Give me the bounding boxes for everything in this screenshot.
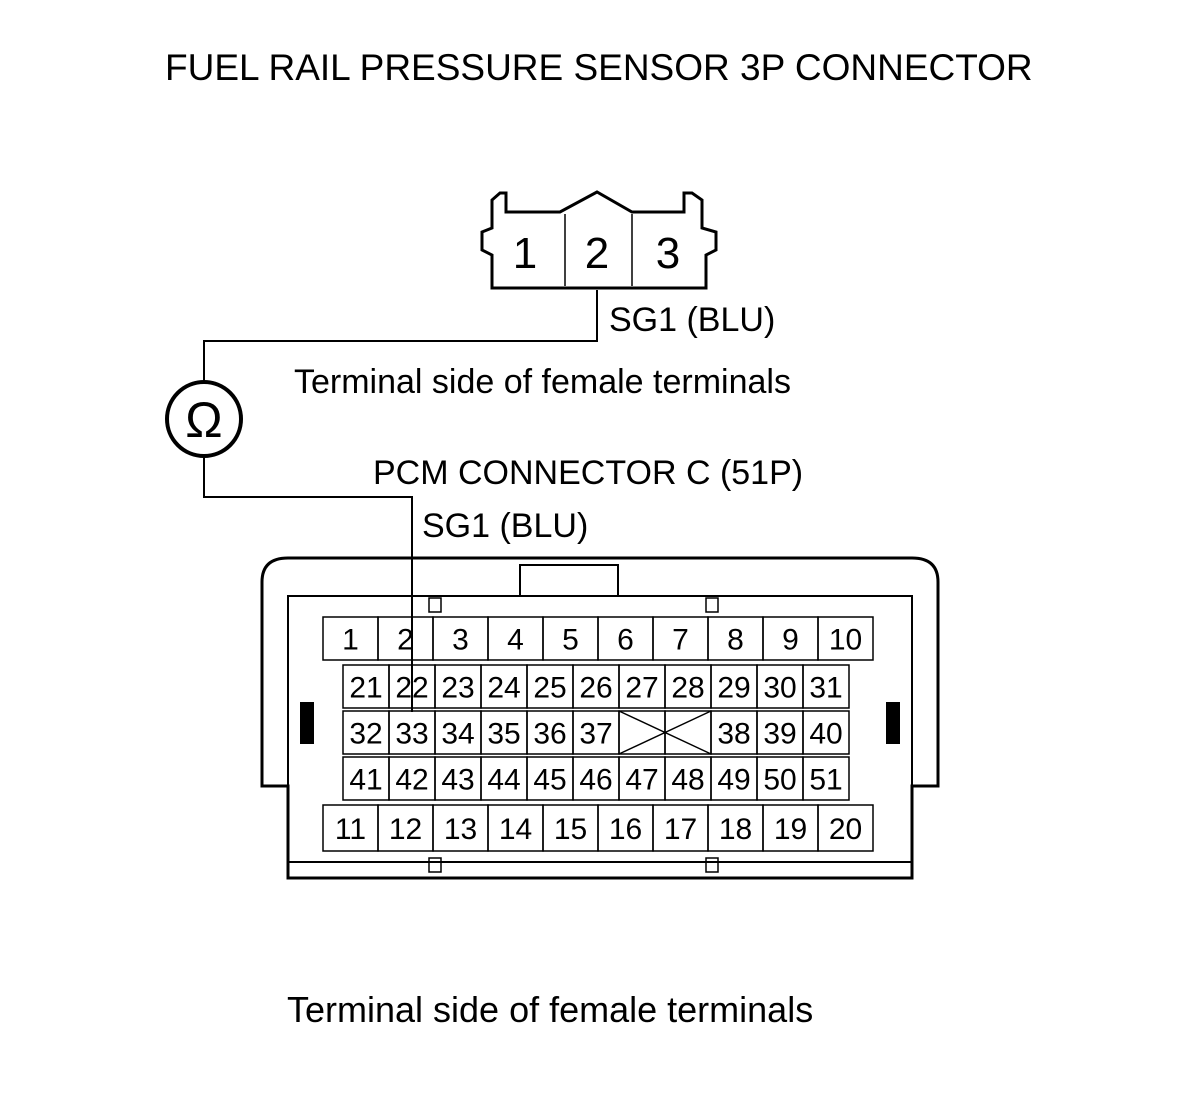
- pcm-terminal-34: 34: [441, 717, 474, 750]
- pcm-terminal-cell: [817, 616, 874, 661]
- pcm-terminal-caption: Terminal side of female terminals: [287, 989, 814, 1030]
- pcm-terminal-20: 20: [829, 813, 862, 846]
- pcm-side-latch-left: [300, 702, 314, 744]
- pcm-lock-tab: [519, 564, 619, 597]
- pcm-unused-cell: [618, 710, 666, 755]
- unused-cavity-cross: [618, 710, 712, 755]
- pcm-terminal-12: 12: [389, 813, 422, 846]
- pcm-terminal-19: 19: [774, 813, 807, 846]
- pcm-terminal-39: 39: [763, 717, 796, 750]
- sensor-wire-label: SG1 (BLU): [609, 301, 776, 339]
- diagram-title: FUEL RAIL PRESSURE SENSOR 3P CONNECTOR: [165, 47, 1033, 88]
- pcm-terminal-5: 5: [562, 623, 579, 656]
- pcm-key-marker: [705, 597, 719, 613]
- sensor-connector-housing: [480, 190, 718, 290]
- sensor-terminal-2: 2: [585, 229, 609, 278]
- pcm-unused-cell: [664, 710, 712, 755]
- pcm-terminal-35: 35: [487, 717, 520, 750]
- sensor-terminal-3: 3: [656, 229, 680, 278]
- pcm-terminal-7: 7: [672, 623, 689, 656]
- pcm-terminal-17: 17: [664, 813, 697, 846]
- pcm-terminal-27: 27: [625, 671, 658, 704]
- pcm-terminal-29: 29: [717, 671, 750, 704]
- pcm-terminal-24: 24: [487, 671, 520, 704]
- pcm-terminal-32: 32: [349, 717, 382, 750]
- sensor-terminal-caption: Terminal side of female terminals: [294, 363, 791, 401]
- pcm-terminal-14: 14: [499, 813, 532, 846]
- pcm-terminal-23: 23: [441, 671, 474, 704]
- pcm-terminal-28: 28: [671, 671, 704, 704]
- pcm-terminal-3: 3: [452, 623, 469, 656]
- pcm-terminal-51: 51: [809, 763, 842, 796]
- pcm-terminal-37: 37: [579, 717, 612, 750]
- pcm-connector-housing: [260, 556, 940, 880]
- pcm-terminal-31: 31: [809, 671, 842, 704]
- pcm-terminal-2: 2: [397, 623, 414, 656]
- pcm-terminal-10: 10: [829, 623, 862, 656]
- pcm-terminal-8: 8: [727, 623, 744, 656]
- pcm-terminal-41: 41: [349, 763, 382, 796]
- pcm-terminal-40: 40: [809, 717, 842, 750]
- pcm-terminal-43: 43: [441, 763, 474, 796]
- pcm-terminal-45: 45: [533, 763, 566, 796]
- pcm-terminal-21: 21: [349, 671, 382, 704]
- probe-wire-pcm: [203, 455, 413, 712]
- pcm-terminal-33: 33: [395, 717, 428, 750]
- pcm-side-latch-right: [886, 702, 900, 744]
- pcm-terminal-47: 47: [625, 763, 658, 796]
- pcm-terminal-13: 13: [444, 813, 477, 846]
- sensor-terminal-1: 1: [513, 229, 537, 278]
- pcm-terminal-cell: [817, 804, 874, 852]
- pcm-terminal-44: 44: [487, 763, 520, 796]
- pcm-terminal-cell: [802, 756, 850, 801]
- pcm-key-marker: [705, 857, 719, 873]
- pcm-terminal-cell: [802, 710, 850, 755]
- pcm-terminal-1: 1: [342, 623, 359, 656]
- pcm-terminal-38: 38: [717, 717, 750, 750]
- pcm-key-marker: [428, 597, 442, 613]
- pcm-terminal-36: 36: [533, 717, 566, 750]
- pcm-terminal-25: 25: [533, 671, 566, 704]
- pcm-terminal-16: 16: [609, 813, 642, 846]
- pcm-terminal-4: 4: [507, 623, 524, 656]
- pcm-terminal-46: 46: [579, 763, 612, 796]
- ohm-symbol: Ω: [185, 392, 222, 448]
- pcm-terminal-42: 42: [395, 763, 428, 796]
- pcm-terminal-22: 22: [395, 671, 428, 704]
- pcm-key-marker: [428, 857, 442, 873]
- ohmmeter-icon: [165, 380, 243, 458]
- pcm-wire-label: SG1 (BLU): [422, 507, 589, 545]
- pcm-terminal-11: 11: [335, 813, 366, 846]
- pcm-terminal-30: 30: [763, 671, 796, 704]
- pcm-terminal-15: 15: [554, 813, 587, 846]
- pcm-terminal-18: 18: [719, 813, 752, 846]
- probe-wire-sensor: [203, 290, 598, 383]
- pcm-terminal-26: 26: [579, 671, 612, 704]
- pcm-connector-title: PCM CONNECTOR C (51P): [373, 454, 804, 492]
- pcm-terminal-48: 48: [671, 763, 704, 796]
- pcm-terminal-9: 9: [782, 623, 799, 656]
- pcm-terminal-6: 6: [617, 623, 634, 656]
- pcm-terminal-49: 49: [717, 763, 750, 796]
- pcm-terminal-cell: [802, 664, 850, 709]
- pcm-terminal-50: 50: [763, 763, 796, 796]
